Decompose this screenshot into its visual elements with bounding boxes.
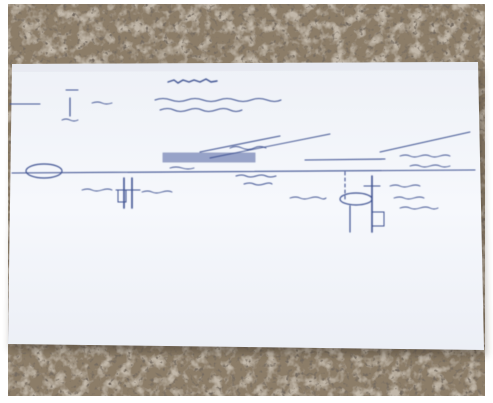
paper-sheet [8,62,484,350]
ink-sketch [9,78,476,233]
